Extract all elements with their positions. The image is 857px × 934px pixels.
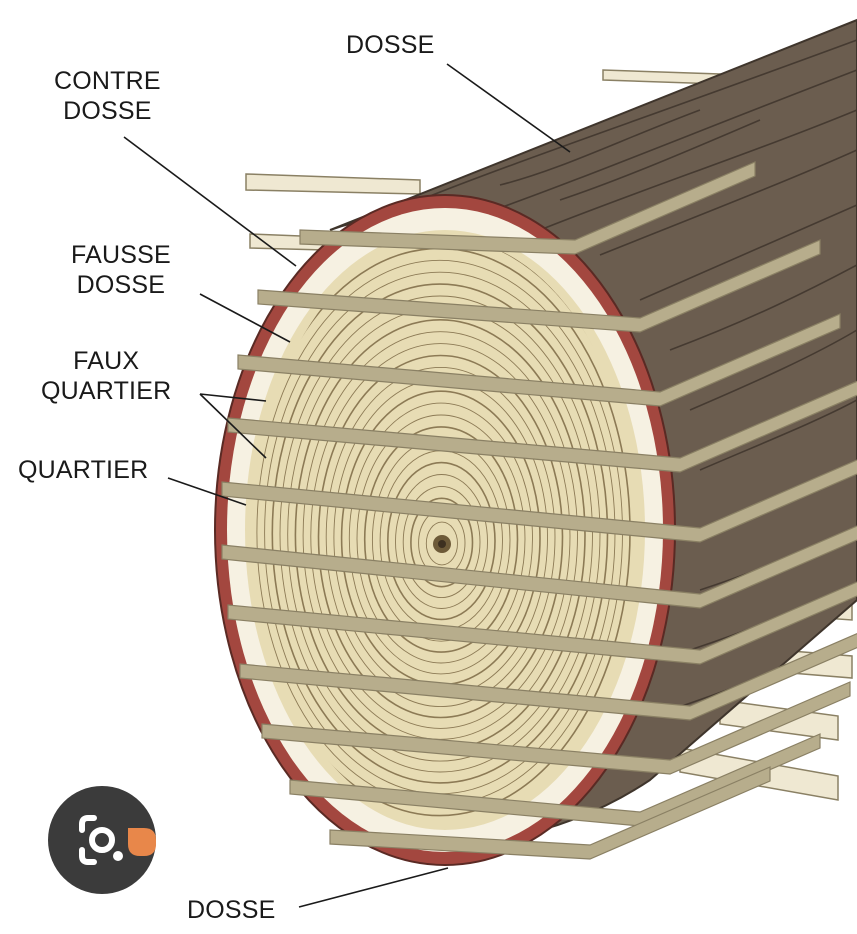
sawn-board — [329, 766, 771, 860]
growth-ring — [410, 497, 474, 588]
growth-ring — [310, 343, 571, 729]
sawn-board — [239, 632, 857, 721]
growth-ring — [317, 354, 564, 719]
sawn-board — [261, 681, 851, 775]
growth-ring — [425, 521, 458, 566]
sawn-boards — [221, 161, 857, 860]
growth-ring — [402, 485, 481, 599]
growth-ring — [363, 426, 519, 653]
growth-ring — [279, 295, 601, 773]
sawn-board — [257, 239, 821, 333]
sawn-board — [227, 581, 857, 665]
leader-lines — [123, 63, 571, 908]
image-search-icon — [79, 815, 156, 865]
growth-ring — [395, 474, 488, 609]
image-search-button[interactable] — [48, 786, 156, 894]
label-quartier: QUARTIER — [18, 456, 149, 484]
growth-ring — [386, 461, 496, 621]
sawn-board — [227, 380, 857, 473]
growth-ring — [348, 402, 533, 675]
sawn-board — [299, 161, 756, 255]
label-dosse-top: DOSSE — [346, 31, 435, 59]
growth-ring — [356, 414, 526, 664]
sawn-board — [237, 313, 841, 407]
sawn-board — [221, 525, 857, 609]
label-dosse-bottom: DOSSE — [187, 896, 276, 924]
growth-ring — [325, 366, 556, 708]
